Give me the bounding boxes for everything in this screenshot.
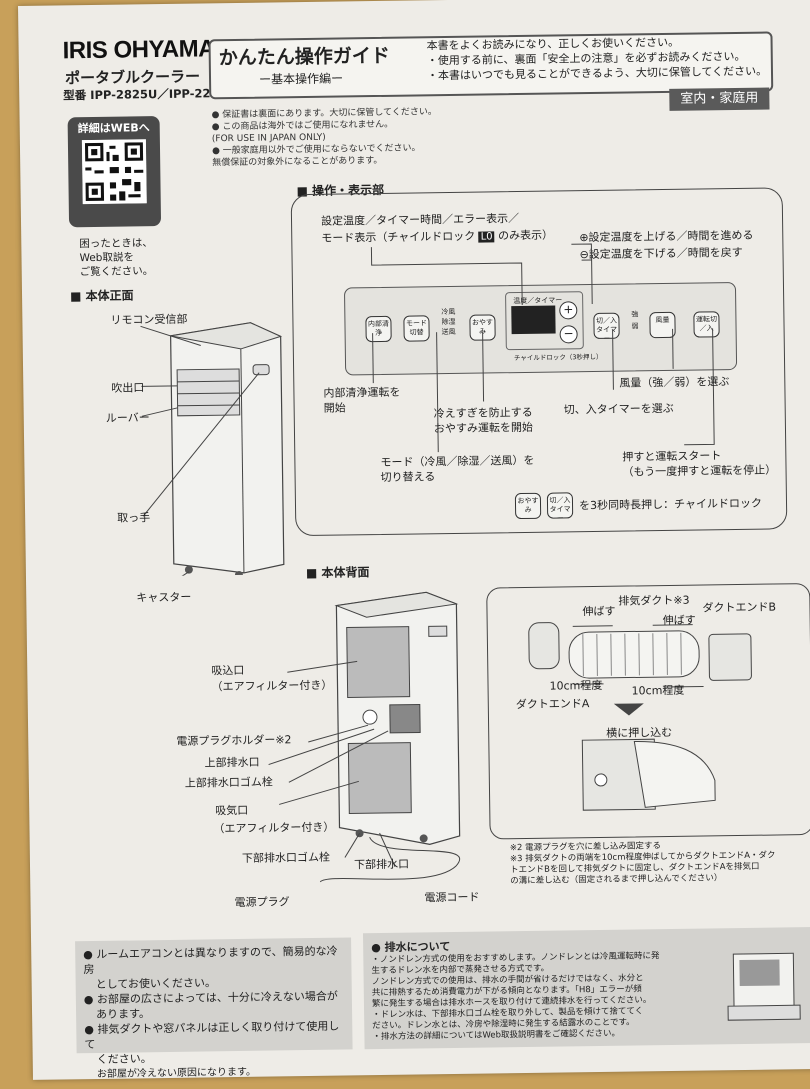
mode-label: モード（冷風／除湿／送風）を 切り替える	[380, 453, 534, 485]
label-remote-receiver: リモコン受信部	[110, 312, 187, 328]
child-lock-note: を3秒同時長押し：チャイルドロック	[579, 496, 762, 514]
warranty-notes: ● 保証書は裏面にあります。大切に保管してください。 ● この商品は海外ではご使…	[211, 106, 437, 169]
stretch-label-right: 伸ばす	[663, 613, 696, 628]
footnotes: ※2 電源プラグを穴に差し込み固定する ※3 排気ダクトの両端を10cm程度伸ば…	[510, 840, 776, 888]
power-label: 押すと運転スタート （もう一度押すと運転を停止）	[622, 447, 776, 479]
label-power-cord: 電源コード	[424, 890, 479, 906]
timer-button-small: 切／入タイマー	[547, 492, 573, 518]
label-intake-filter: （エアフィルター付き）	[211, 678, 332, 695]
front-section-title: ■ 本体正面	[70, 286, 134, 304]
label-air-inlet: 吸気口	[215, 803, 248, 818]
fan-label: 風量（強／弱）を選ぶ	[619, 374, 729, 391]
sleep-label: 冷えすぎを防止する おやすみ運転を開始	[434, 405, 533, 436]
drain-illustration	[723, 947, 810, 1032]
label-handle: 取っ手	[117, 510, 150, 525]
label-lower-drain-plug: 下部排水口ゴム栓	[242, 850, 330, 866]
indoor-use-badge: 室内・家庭用	[669, 88, 769, 111]
manual-page: IRIS OHYAMA ポータブルクーラー 型番 IPP-2825U／IPP-2…	[18, 0, 810, 1080]
back-section-title: ■ 本体背面	[306, 563, 370, 581]
exhaust-duct-label: 排気ダクト※3	[618, 593, 689, 609]
qr-code-icon[interactable]	[82, 139, 147, 204]
clean-label: 内部清浄運転を 開始	[323, 385, 400, 416]
caution-box: ● ルームエアコンとは異なりますので、簡易的な冷房 としてお使いください。 ● …	[75, 937, 353, 1053]
label-upper-drain: 上部排水口	[204, 755, 259, 771]
guide-title: かんたん操作ガイド	[219, 41, 390, 70]
guide-subtitle: ー基本操作編ー	[259, 69, 343, 87]
length-label-left: 10cm程度	[549, 678, 602, 694]
label-upper-drain-plug: 上部排水口ゴム栓	[185, 775, 273, 791]
label-plug-holder: 電源プラグホルダー※2	[176, 732, 291, 749]
front-unit-illustration	[140, 314, 294, 576]
label-power-plug: 電源プラグ	[234, 894, 289, 910]
push-label: 横に押し込む	[606, 725, 672, 741]
label-inlet-filter: （エアフィルター付き）	[213, 820, 334, 837]
timer-label: 切、入タイマーを選ぶ	[564, 401, 674, 418]
label-lower-drain: 下部排水口	[354, 857, 409, 873]
duct-end-a-label: ダクトエンドA	[516, 696, 590, 712]
length-label-right: 10cm程度	[632, 683, 685, 699]
drain-box: ● 排水について ・ノンドレン方式の使用をおすすめします。ノンドレンとは冷風運転…	[363, 927, 810, 1049]
guide-notes: 本書をよくお読みになり、正しくお使いください。 ・使用する前に、裏面「安全上の注…	[426, 34, 767, 84]
duct-end-b-label: ダクトエンドB	[702, 599, 776, 615]
label-outlet: 吹出口	[111, 380, 144, 395]
help-text: 困ったときは、 Web取説を ご覧ください。	[79, 236, 153, 279]
label-caster: キャスター	[136, 590, 191, 606]
web-label: 詳細はWEBへ	[68, 119, 160, 136]
sleep-button-small: おやすみ	[515, 493, 541, 519]
stretch-label-left: 伸ばす	[582, 604, 615, 619]
brand-logo: IRIS OHYAMA	[62, 35, 215, 65]
callout-lines	[291, 187, 786, 534]
label-louver: ルーバー	[106, 410, 150, 426]
label-intake: 吸込口	[211, 663, 244, 678]
